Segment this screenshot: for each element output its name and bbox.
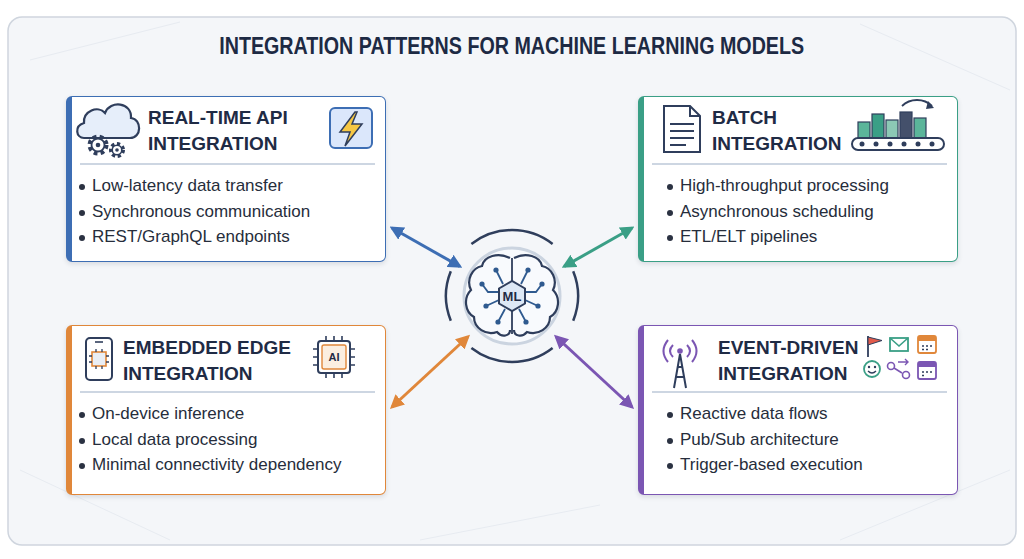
bullet-item: Trigger-based execution	[680, 454, 863, 476]
header-divider	[652, 391, 947, 393]
background-line	[420, 505, 600, 540]
card-heading: EMBEDDED EDGE INTEGRATION	[123, 335, 308, 387]
bullet-item: Pub/Sub architecture	[680, 429, 839, 451]
double-arrow-connector	[392, 337, 468, 407]
double-arrow-connector	[392, 228, 460, 266]
bullet-item: On-device inference	[92, 403, 244, 425]
header-divider	[80, 391, 375, 393]
hub-ring-arc	[471, 230, 552, 244]
hub-ring-arc	[446, 271, 451, 320]
background-line	[30, 22, 180, 60]
title-row: INTEGRATION PATTERNS FOR MACHINE LEARNIN…	[0, 31, 1024, 61]
pattern-card: BATCH INTEGRATION High-throughput process…	[638, 96, 958, 262]
chip-label: AI	[318, 341, 350, 373]
pattern-card: EMBEDDED EDGE INTEGRATION On-device infer…	[66, 325, 386, 495]
hub-ring-arc	[573, 271, 578, 320]
bullet-item: Minimal connectivity dependency	[92, 454, 341, 476]
bullet-item: ETL/ELT pipelines	[680, 226, 817, 248]
hub-circle-outline	[464, 248, 560, 344]
outer-frame	[8, 17, 1016, 545]
bullet-item: Local data processing	[92, 429, 257, 451]
card-heading: EVENT-DRIVEN INTEGRATION	[718, 335, 903, 387]
bullet-item: Synchronous communication	[92, 201, 310, 223]
model-hub-circle: ML	[462, 246, 562, 346]
bullet-item: Low-latency data transfer	[92, 175, 283, 197]
background-line	[860, 24, 1010, 90]
header-divider	[80, 163, 375, 165]
bullet-item: Asynchronous scheduling	[680, 201, 874, 223]
double-arrow-connector	[556, 337, 632, 407]
card-heading: REAL-TIME API INTEGRATION	[148, 105, 333, 157]
card-heading: BATCH INTEGRATION	[712, 105, 897, 157]
pattern-card: EVENT-DRIVEN INTEGRATION Reactive data fl…	[638, 325, 958, 495]
bullet-item: Reactive data flows	[680, 403, 827, 425]
pattern-card: REAL-TIME API INTEGRATION Low-latency dat…	[66, 96, 386, 262]
hub-ring-arc	[471, 348, 552, 362]
diagram-title: INTEGRATION PATTERNS FOR MACHINE LEARNIN…	[220, 31, 805, 61]
double-arrow-connector	[564, 228, 632, 266]
bullet-item: High-throughput processing	[680, 175, 889, 197]
hub-text-stack: ML	[462, 246, 562, 346]
bullet-item: REST/GraphQL endpoints	[92, 226, 290, 248]
header-divider	[652, 163, 947, 165]
hub-label: ML	[503, 289, 522, 304]
